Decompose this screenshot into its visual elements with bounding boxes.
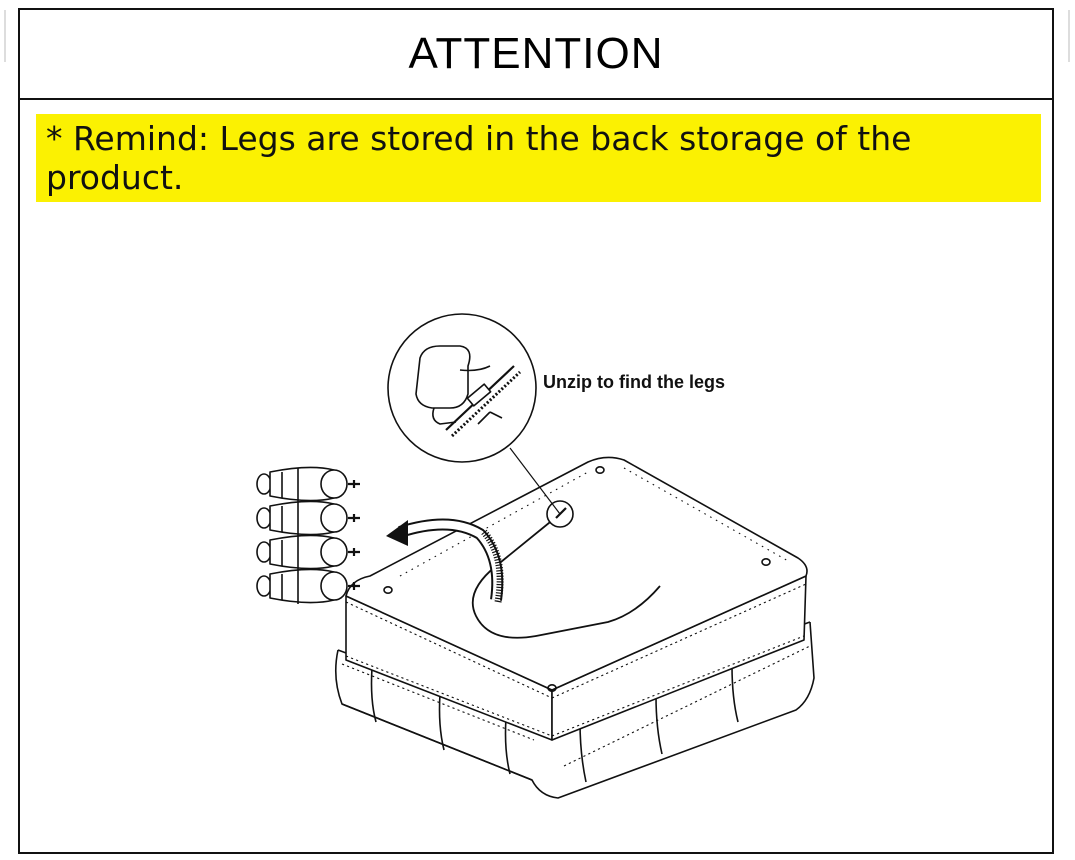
ottoman-diagram <box>256 313 815 799</box>
callout-label: Unzip to find the legs <box>543 372 725 392</box>
ottoman-leg <box>256 568 360 604</box>
unzip-arrow <box>386 518 504 603</box>
ottoman-leg <box>256 500 360 536</box>
legs-group <box>256 466 360 604</box>
right-edge-mark <box>1068 10 1070 62</box>
zipper-detail-callout <box>387 313 561 515</box>
tuft-buttons <box>383 465 771 692</box>
instruction-card: ATTENTION * Remind: Legs are stored in t… <box>18 8 1054 854</box>
ottoman-leg <box>256 534 360 570</box>
page-title: ATTENTION <box>20 10 1052 100</box>
ottoman-leg <box>256 466 360 502</box>
ottoman-top <box>345 456 808 741</box>
reminder-banner: * Remind: Legs are stored in the back st… <box>36 114 1041 202</box>
left-edge-mark <box>4 10 6 62</box>
